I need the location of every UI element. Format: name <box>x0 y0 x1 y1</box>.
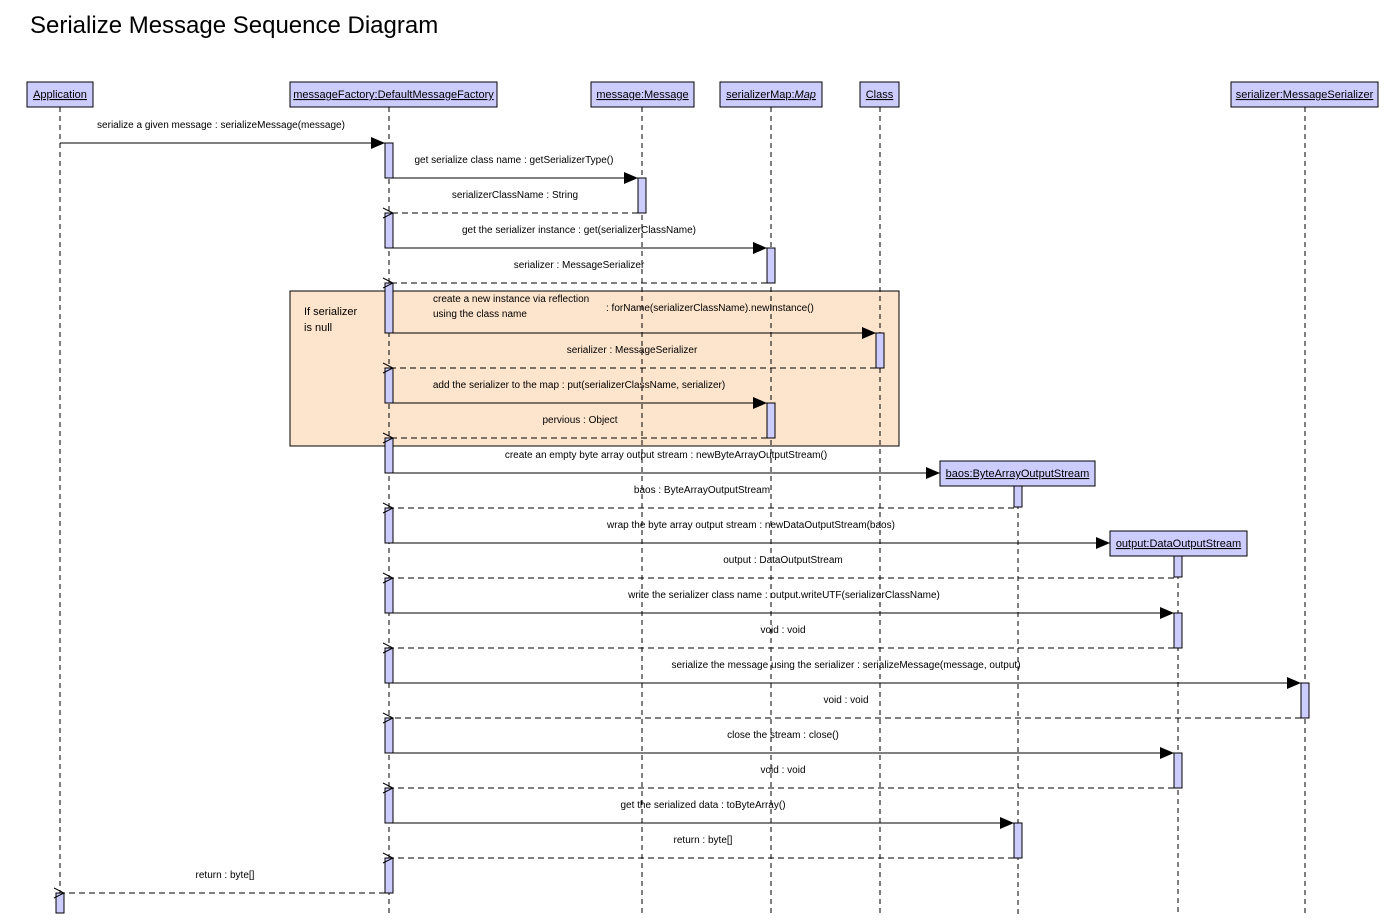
activation-app-21 <box>55 892 65 914</box>
activation-factory-2 <box>384 212 394 249</box>
activation-factory-8 <box>384 437 394 474</box>
activation-factory-4 <box>384 282 394 334</box>
message-label-16: void : void <box>823 695 868 706</box>
activation-output-11 <box>1173 555 1183 578</box>
diagram-title: Serialize Message Sequence Diagram <box>30 12 439 39</box>
activation-output-13 <box>1173 612 1183 649</box>
fragment-guard-line1: If serializer <box>304 306 358 318</box>
message-label-4: serializer : MessageSerializer <box>514 260 645 271</box>
message-label-13: write the serializer class name : output… <box>627 590 940 601</box>
activation-class-5 <box>875 332 885 369</box>
message-label-15: serialize the message using the serializ… <box>671 660 1020 671</box>
participant-label-app: Application <box>33 89 87 101</box>
participant-label-output: output:DataOutputStream <box>1116 538 1241 550</box>
message-label-18: void : void <box>760 765 805 776</box>
fragment-guard-line2: is null <box>304 322 332 334</box>
participant-label-message: message:Message <box>596 89 688 101</box>
message-label-5-line2: using the class name <box>433 309 527 320</box>
participant-factory <box>289 81 498 108</box>
activation-map-3 <box>766 247 776 284</box>
activation-factory-20 <box>384 857 394 894</box>
message-label-3: get the serializer instance : get(serial… <box>462 225 696 236</box>
participant-label-baos: baos:ByteArrayOutputStream <box>946 468 1090 480</box>
activation-factory-0 <box>384 142 394 179</box>
activation-factory-6 <box>384 367 394 404</box>
activation-factory-18 <box>384 787 394 824</box>
message-label-7: add the serializer to the map : put(seri… <box>433 380 725 391</box>
participant-map <box>719 81 823 108</box>
participant-app <box>26 81 94 108</box>
activation-map-7 <box>766 402 776 439</box>
participant-label-class: Class <box>866 89 894 101</box>
message-label-1: get serialize class name : getSerializer… <box>415 155 614 166</box>
activation-baos-19 <box>1013 822 1023 859</box>
message-label-2: serializerClassName : String <box>452 190 578 201</box>
message-label-5-line1: create a new instance via reflection <box>433 294 589 305</box>
message-label-20: return : byte[] <box>674 835 733 846</box>
message-label-9: create an empty byte array output stream… <box>505 450 827 461</box>
message-label-10: baos : ByteArrayOutputStream <box>634 485 770 496</box>
activation-factory-16 <box>384 717 394 754</box>
activation-baos-9 <box>1013 485 1023 508</box>
activation-message-1 <box>637 177 647 214</box>
message-label-0: serialize a given message : serializeMes… <box>97 120 345 131</box>
activation-factory-10 <box>384 507 394 544</box>
message-label-19: get the serialized data : toByteArray() <box>620 800 785 811</box>
message-label-17: close the stream : close() <box>727 730 839 741</box>
participant-label-serializer: serializer:MessageSerializer <box>1236 89 1374 101</box>
message-label-21: return : byte[] <box>196 870 255 881</box>
participant-label-map: serializerMap:Map <box>726 89 816 101</box>
message-label-6: serializer : MessageSerializer <box>567 345 698 356</box>
participant-label-factory: messageFactory:DefaultMessageFactory <box>293 89 494 101</box>
activation-serializer-15 <box>1300 682 1310 719</box>
message-label-12: output : DataOutputStream <box>723 555 843 566</box>
activation-output-17 <box>1173 752 1183 789</box>
message-label-8: pervious : Object <box>542 415 617 426</box>
message-label-5: : forName(serializerClassName).newInstan… <box>606 303 814 314</box>
activation-factory-14 <box>384 647 394 684</box>
participant-message <box>590 81 695 108</box>
participant-serializer <box>1230 81 1379 108</box>
message-label-14: void : void <box>760 625 805 636</box>
message-label-11: wrap the byte array output stream : newD… <box>606 520 895 531</box>
activation-factory-12 <box>384 577 394 614</box>
participant-class <box>859 81 900 108</box>
